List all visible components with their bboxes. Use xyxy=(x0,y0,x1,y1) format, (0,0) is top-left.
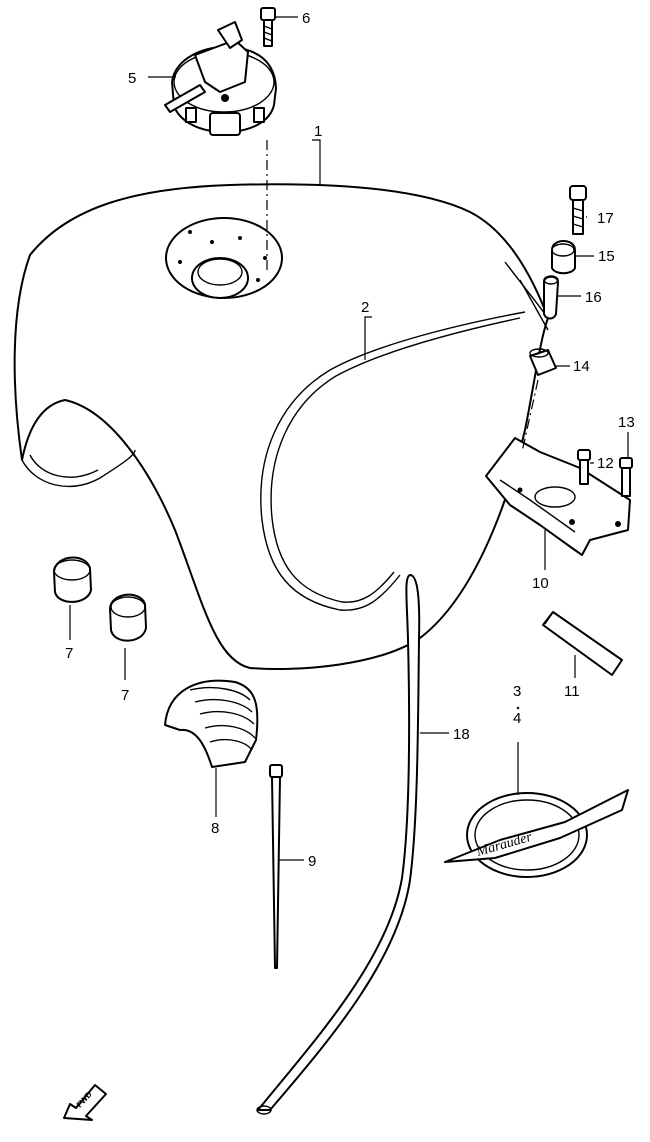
tank-emblem: Marauder xyxy=(444,789,629,878)
bracket-bolt-13 xyxy=(619,457,633,497)
callout-2: 2 xyxy=(361,299,369,316)
callout-3: 3 xyxy=(513,683,521,700)
leader-lines xyxy=(69,16,629,861)
cable-tie xyxy=(269,764,283,969)
fuel-cap-assembly xyxy=(164,21,277,136)
mount-spacer xyxy=(529,348,557,376)
front-mount-bolt xyxy=(569,185,587,235)
callout-13: 13 xyxy=(618,414,635,431)
filler-neck xyxy=(165,217,283,299)
callout-8: 8 xyxy=(211,820,219,837)
callout-7b: 7 xyxy=(121,687,129,704)
callout-labels: 1 2 3 4 5 6 7 7 8 9 10 11 12 13 14 15 16… xyxy=(65,10,635,870)
spacer-assembly-line xyxy=(521,379,539,453)
bracket-bolt-12 xyxy=(577,449,591,485)
callout-16: 16 xyxy=(585,289,602,306)
callout-5: 5 xyxy=(128,70,136,87)
front-cushion xyxy=(551,240,576,275)
callout-separator-dot xyxy=(516,706,520,710)
callout-7a: 7 xyxy=(65,645,73,662)
cushion-strip xyxy=(542,611,623,676)
tank-grommet-b xyxy=(109,593,147,642)
callout-1: 1 xyxy=(314,123,322,140)
callout-10: 10 xyxy=(532,575,549,592)
callout-12: 12 xyxy=(597,455,614,472)
callout-17: 17 xyxy=(597,210,614,227)
tank-mounting-bracket xyxy=(485,437,631,556)
callout-18: 18 xyxy=(453,726,470,743)
callout-14: 14 xyxy=(573,358,590,375)
breather-hose xyxy=(256,574,421,1115)
tank-grommet-a xyxy=(53,556,92,603)
callout-15: 15 xyxy=(598,248,615,265)
mount-collar xyxy=(543,275,559,320)
tank-trim-band xyxy=(260,311,526,611)
callout-9: 9 xyxy=(308,853,316,870)
forward-direction-arrow: FWD xyxy=(63,1084,107,1121)
callout-11: 11 xyxy=(564,683,580,700)
callout-4: 4 xyxy=(513,710,521,727)
cap-screw xyxy=(260,7,276,47)
tank-rear-cushion xyxy=(164,679,259,768)
callout-6: 6 xyxy=(302,10,310,27)
